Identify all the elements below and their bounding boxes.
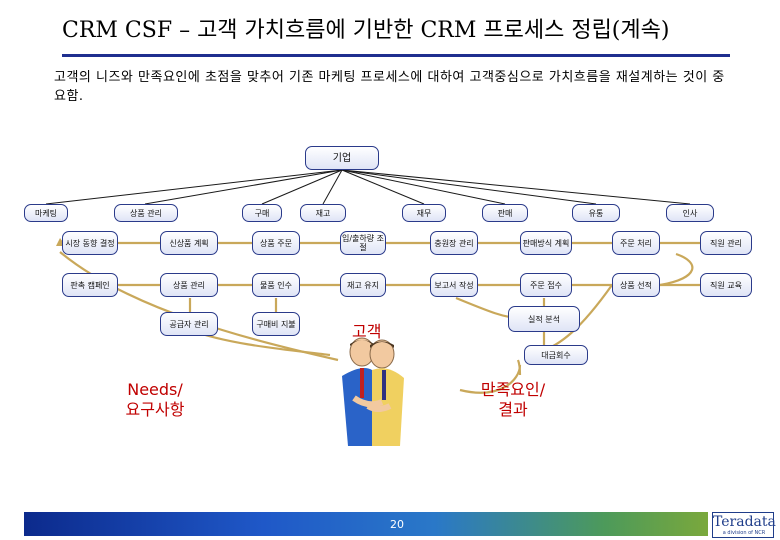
- process-node-r1-2: 신상품 계획: [160, 231, 218, 255]
- department-node-7: 유통: [572, 204, 620, 222]
- process-node-r1-8: 직원 관리: [700, 231, 752, 255]
- payment-collection-node: 대금회수: [524, 345, 588, 365]
- department-node-2: 상품 관리: [114, 204, 178, 222]
- teradata-logo: Teradata a division of NCR: [712, 512, 776, 538]
- sales-analysis-node: 실적 분석: [508, 306, 580, 332]
- process-node-r2-4: 재고 유지: [340, 273, 386, 297]
- footer-bar: [24, 512, 708, 536]
- company-node: 기업: [305, 146, 379, 170]
- slide-title: CRM CSF – 고객 가치흐름에 기반한 CRM 프로세스 정립(계속): [62, 18, 670, 43]
- department-node-1: 마케팅: [24, 204, 68, 222]
- process-node-r2-7: 상품 선적: [612, 273, 660, 297]
- satisfaction-label: 만족요인/ 결과: [468, 380, 558, 420]
- satisfaction-label-line-2: 결과: [498, 400, 528, 419]
- department-node-8: 인사: [666, 204, 714, 222]
- process-node-r1-4: 입/출하량 조절: [340, 231, 386, 255]
- customer-label: 고객: [352, 322, 382, 341]
- process-node-r2-8: 직원 교육: [700, 273, 752, 297]
- satisfaction-label-line-1: 만족요인/: [480, 380, 546, 399]
- needs-label-line-2: 요구사항: [125, 400, 185, 419]
- process-node-r1-5: 충원장 관리: [430, 231, 478, 255]
- department-node-5: 재무: [402, 204, 446, 222]
- process-node-r2-2: 상품 관리: [160, 273, 218, 297]
- process-node-r1-3: 상품 주문: [252, 231, 300, 255]
- department-node-4: 재고: [300, 204, 346, 222]
- process-node-r3-2: 구매비 지불: [252, 312, 300, 336]
- title-rule: [62, 54, 730, 57]
- process-node-r2-1: 판촉 캠페인: [62, 273, 118, 297]
- process-node-r2-5: 보고서 작성: [430, 273, 478, 297]
- slide-subtitle: 고객의 니즈와 만족요인에 초점을 맞추어 기존 마케팅 프로세스에 대하여 고…: [54, 70, 725, 104]
- department-node-6: 판매: [482, 204, 528, 222]
- needs-label: Needs/ 요구사항: [110, 380, 200, 420]
- process-node-r2-6: 주문 접수: [520, 273, 572, 297]
- logo-name: Teradata: [713, 514, 776, 530]
- process-node-r1-1: 시장 동향 결정: [62, 231, 118, 255]
- process-node-r3-1: 공급자 관리: [160, 312, 218, 336]
- process-node-r2-3: 물품 인수: [252, 273, 300, 297]
- process-node-r1-6: 판매방식 계획: [520, 231, 572, 255]
- customer-figure: [342, 337, 404, 446]
- page-number: 20: [390, 518, 404, 531]
- department-node-3: 구매: [242, 204, 282, 222]
- process-node-r1-7: 주문 처리: [612, 231, 660, 255]
- logo-tagline: a division of NCR: [722, 530, 766, 536]
- needs-label-line-1: Needs/: [127, 380, 183, 399]
